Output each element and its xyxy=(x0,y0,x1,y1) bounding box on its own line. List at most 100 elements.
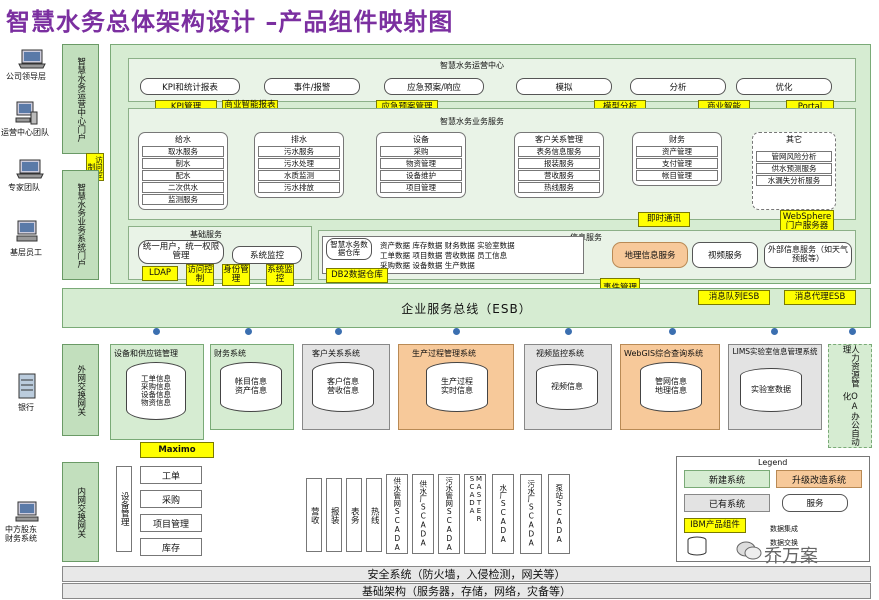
scada-item[interactable]: 供水管网SCADA xyxy=(386,474,408,554)
system-db: 客户信息 营收信息 xyxy=(312,362,374,412)
scada-item[interactable]: 污水管网SCADA xyxy=(438,474,460,554)
system-title: WebGIS综合查询系统 xyxy=(624,349,704,358)
ops-item-analysis[interactable]: 分析 xyxy=(630,78,726,95)
finance-pc-icon xyxy=(14,500,42,524)
crm-sub-item[interactable]: 营收 xyxy=(306,478,322,552)
ldap-badge: LDAP xyxy=(142,266,178,281)
domain-title: 给水 xyxy=(175,134,191,144)
system-db: 管网信息 地理信息 xyxy=(640,362,702,412)
connector-dot xyxy=(849,328,856,335)
domain-item[interactable]: 设备维护 xyxy=(380,170,462,181)
domain-item[interactable]: 污水处理 xyxy=(258,158,340,169)
domain-item[interactable]: 污水服务 xyxy=(258,146,340,157)
infrastructure-bar[interactable]: 基础架构（服务器，存储，网络，灾备等） xyxy=(62,583,871,599)
system-title: 设备和供应链管理 xyxy=(114,349,178,358)
maximo-item[interactable]: 采购 xyxy=(140,490,202,508)
connector-dot xyxy=(669,328,676,335)
system-db: 实验室数据 xyxy=(740,368,802,412)
domain-item[interactable]: 资产管理 xyxy=(636,146,718,157)
domain-crm: 客户关系管理 表务信息服务 报装服务 营收服务 热线服务 xyxy=(514,132,604,198)
system-db: 帐目信息 资产信息 xyxy=(220,362,282,412)
legend-data-integration: 数据集成 xyxy=(770,525,798,533)
scada-item[interactable]: MASTER SCADA xyxy=(464,474,486,554)
domain-item[interactable]: 监测服务 xyxy=(142,194,224,205)
user-label-staff: 基层员工 xyxy=(10,248,42,257)
domain-item[interactable]: 取水服务 xyxy=(142,146,224,157)
domain-title: 财务 xyxy=(669,134,685,144)
scada-item[interactable]: 泵站SCADA xyxy=(548,474,570,554)
domain-equipment: 设备 采购 物资管理 设备维护 项目管理 xyxy=(376,132,466,198)
laptop-icon xyxy=(18,48,46,70)
maximo-item[interactable]: 库存 xyxy=(140,538,202,556)
system-title: LIMS实验室信息管理系统 xyxy=(732,347,818,356)
maximo-item[interactable]: 工单 xyxy=(140,466,202,484)
domain-item[interactable]: 支付管理 xyxy=(636,158,718,169)
data-warehouse-center[interactable]: 智慧水务数据仓库 xyxy=(326,238,372,260)
ops-center-portal[interactable]: 智慧水务运营中心门户 xyxy=(62,44,99,154)
base-services-title: 基础服务 xyxy=(190,230,222,239)
system-db: 视频信息 xyxy=(536,364,598,410)
domain-item[interactable]: 营收服务 xyxy=(518,170,600,181)
im-badge: 即时通讯 xyxy=(638,212,690,227)
crm-sub-item[interactable]: 热线 xyxy=(366,478,382,552)
domain-item[interactable]: 报装服务 xyxy=(518,158,600,169)
system-title: 视频监控系统 xyxy=(536,349,584,358)
domain-item[interactable]: 热线服务 xyxy=(518,182,600,193)
domain-item[interactable]: 帐目管理 xyxy=(636,170,718,181)
user-label-ops-team: 运营中心团队 xyxy=(1,128,49,137)
internal-gateway[interactable]: 内网交换网关 xyxy=(62,462,99,562)
domain-item[interactable]: 水漏失分析服务 xyxy=(756,175,832,186)
system-monitor-badge: 系统监控 xyxy=(266,264,294,286)
biz-system-portal[interactable]: 智慧水务业务系统门户 xyxy=(62,170,99,280)
maximo-root[interactable]: 设备管理 xyxy=(116,466,132,552)
bank-label: 银行 xyxy=(18,403,34,412)
crm-sub-item[interactable]: 表务 xyxy=(346,478,362,552)
ops-item-optimize[interactable]: 优化 xyxy=(736,78,832,95)
domain-title: 设备 xyxy=(413,134,429,144)
ops-item-kpi[interactable]: KPI和统计报表 xyxy=(140,78,240,95)
mq-esb-badge: 消息队列ESB xyxy=(698,290,770,305)
database-icon xyxy=(686,536,708,556)
domain-item[interactable]: 采购 xyxy=(380,146,462,157)
db-item: 帐目信息 xyxy=(235,377,267,387)
domain-item[interactable]: 物资管理 xyxy=(380,158,462,169)
ops-item-event[interactable]: 事件/报警 xyxy=(264,78,360,95)
ops-item-emergency[interactable]: 应急预案/响应 xyxy=(384,78,484,95)
domain-item[interactable]: 供水预测服务 xyxy=(756,163,832,174)
legend-ibm-component: IBM产品组件 xyxy=(684,518,746,533)
wechat-icon xyxy=(736,540,762,562)
security-system-bar[interactable]: 安全系统（防火墙，入侵检测，网关等） xyxy=(62,566,871,582)
system-hr-oa[interactable]: 人力资源管理 OA办公自动化 xyxy=(828,344,872,448)
maximo-badge: Maximo xyxy=(140,442,214,458)
data-line: 工单数据 项目数据 营收数据 员工信息 xyxy=(380,251,508,260)
scada-item[interactable]: 供水厂SCADA xyxy=(412,474,434,554)
domain-item[interactable]: 二次供水 xyxy=(142,182,224,193)
crm-sub-item[interactable]: 报装 xyxy=(326,478,342,552)
domain-title: 客户关系管理 xyxy=(535,134,583,144)
domain-item[interactable]: 表务信息服务 xyxy=(518,146,600,157)
scada-item[interactable]: 污水厂SCADA xyxy=(520,474,542,554)
db-item: 视频信息 xyxy=(551,381,583,391)
unified-user-auth[interactable]: 统一用户，统一权限管理 xyxy=(138,240,224,264)
ops-center-panel xyxy=(128,58,856,102)
info-services-title: 信息服务 xyxy=(570,233,602,242)
external-info-service[interactable]: 外部信息服务（如天气预报等） xyxy=(764,242,852,268)
scada-item[interactable]: 水厂SCADA xyxy=(492,474,514,554)
domain-drainage: 排水 污水服务 污水处理 水质监测 污水排放 xyxy=(254,132,344,198)
domain-item[interactable]: 污水排放 xyxy=(258,182,340,193)
system-monitor[interactable]: 系统监控 xyxy=(232,246,302,264)
ops-item-simulation[interactable]: 模拟 xyxy=(516,78,612,95)
db-item: 客户信息 xyxy=(327,377,359,387)
workstation-icon xyxy=(14,218,40,244)
maximo-item[interactable]: 项目管理 xyxy=(140,514,202,532)
domain-item[interactable]: 管网风险分析 xyxy=(756,151,832,162)
domain-item[interactable]: 水质监测 xyxy=(258,170,340,181)
domain-item[interactable]: 制水 xyxy=(142,158,224,169)
video-service[interactable]: 视频服务 xyxy=(692,242,758,268)
gis-service[interactable]: 地理信息服务 xyxy=(612,242,688,268)
domain-item[interactable]: 配水 xyxy=(142,170,224,181)
domain-item[interactable]: 项目管理 xyxy=(380,182,462,193)
domain-title: 排水 xyxy=(291,134,307,144)
domain-finance: 财务 资产管理 支付管理 帐目管理 xyxy=(632,132,722,186)
external-gateway[interactable]: 外网交换网关 xyxy=(62,344,99,436)
